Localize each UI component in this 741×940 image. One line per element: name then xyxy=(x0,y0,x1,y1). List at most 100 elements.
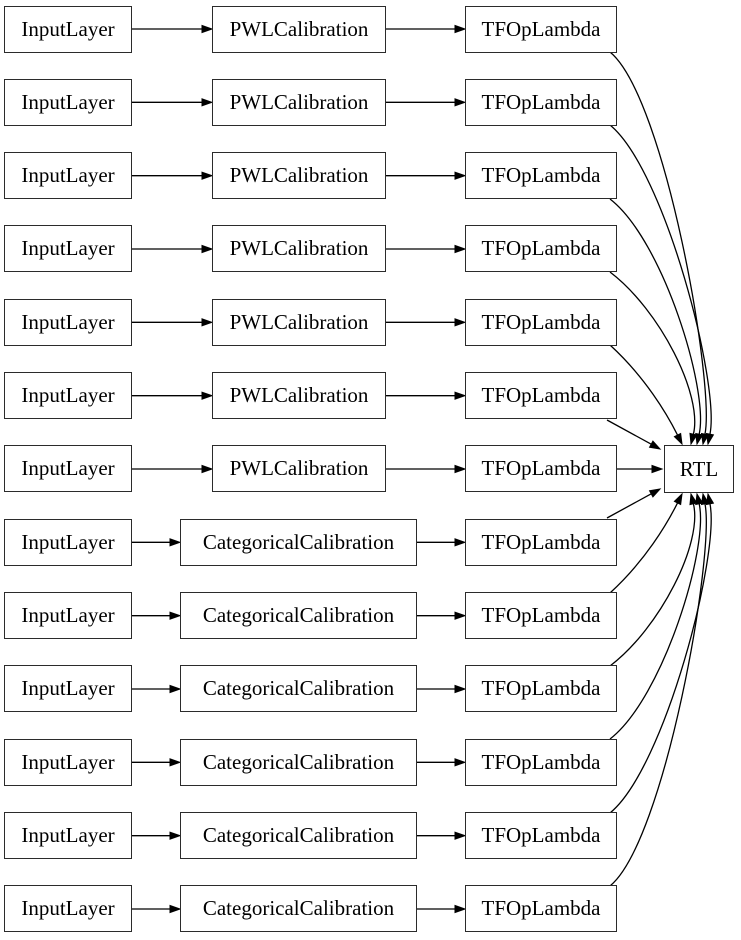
edge-op-to-output-12 xyxy=(609,503,712,814)
node-tfop-lambda-7-label: TFOpLambda xyxy=(481,456,601,480)
node-tfop-lambda-8: TFOpLambda xyxy=(465,519,617,566)
node-input-layer-2-label: InputLayer xyxy=(21,90,115,114)
node-tfop-lambda-12: TFOpLambda xyxy=(465,812,617,859)
edge-calibration-to-op-6-arrowhead-icon xyxy=(454,391,467,400)
node-tfop-lambda-1-label: TFOpLambda xyxy=(481,17,601,41)
node-input-layer-3: InputLayer xyxy=(4,152,132,199)
edge-input-to-calibration-10-arrowhead-icon xyxy=(169,684,182,694)
node-tfop-lambda-10: TFOpLambda xyxy=(465,665,617,712)
node-pwl-calibration-6: PWLCalibration xyxy=(212,372,386,419)
node-input-layer-3-label: InputLayer xyxy=(21,163,115,187)
node-input-layer-11: InputLayer xyxy=(4,739,132,786)
node-categorical-calibration-8: CategoricalCalibration xyxy=(180,519,417,566)
node-tfop-lambda-5-label: TFOpLambda xyxy=(481,310,601,334)
edge-calibration-to-op-2-arrowhead-icon xyxy=(454,98,467,107)
node-pwl-calibration-7: PWLCalibration xyxy=(212,445,386,492)
node-categorical-calibration-13: CategoricalCalibration xyxy=(180,885,417,932)
edge-op-to-output-8 xyxy=(606,493,652,519)
node-input-layer-12: InputLayer xyxy=(4,812,132,859)
edge-op-to-output-6-arrowhead-icon xyxy=(648,440,662,450)
node-rtl-output-label: RTL xyxy=(679,456,719,481)
node-input-layer-12-label: InputLayer xyxy=(21,823,115,847)
edge-input-to-calibration-7-arrowhead-icon xyxy=(201,464,214,474)
node-categorical-calibration-9-label: CategoricalCalibration xyxy=(202,603,395,627)
edge-calibration-to-op-7-arrowhead-icon xyxy=(454,464,467,474)
node-categorical-calibration-12-label: CategoricalCalibration xyxy=(202,823,395,847)
node-input-layer-2: InputLayer xyxy=(4,79,132,126)
edge-input-to-calibration-6-arrowhead-icon xyxy=(201,391,214,400)
edge-op-to-output-10-arrowhead-icon xyxy=(689,492,698,506)
node-tfop-lambda-13: TFOpLambda xyxy=(465,885,617,932)
node-tfop-lambda-2: TFOpLambda xyxy=(465,79,617,126)
node-input-layer-1: InputLayer xyxy=(4,6,132,53)
node-tfop-lambda-11-label: TFOpLambda xyxy=(481,750,601,774)
node-input-layer-6: InputLayer xyxy=(4,372,132,419)
edge-op-to-output-5 xyxy=(609,344,679,436)
edge-op-to-output-6 xyxy=(606,419,652,445)
node-tfop-lambda-13-label: TFOpLambda xyxy=(481,896,601,920)
node-categorical-calibration-11: CategoricalCalibration xyxy=(180,739,417,786)
edge-op-to-output-1 xyxy=(609,51,707,435)
edge-input-to-calibration-5-arrowhead-icon xyxy=(201,318,214,327)
node-pwl-calibration-5-label: PWLCalibration xyxy=(229,310,369,334)
node-pwl-calibration-7-label: PWLCalibration xyxy=(229,456,369,480)
node-tfop-lambda-3-label: TFOpLambda xyxy=(481,163,601,187)
node-pwl-calibration-6-label: PWLCalibration xyxy=(229,383,369,407)
edge-input-to-calibration-13-arrowhead-icon xyxy=(169,904,182,914)
edge-calibration-to-op-1-arrowhead-icon xyxy=(454,24,467,34)
node-input-layer-9-label: InputLayer xyxy=(21,603,115,627)
node-input-layer-9: InputLayer xyxy=(4,592,132,639)
node-input-layer-6-label: InputLayer xyxy=(21,383,115,407)
node-pwl-calibration-4: PWLCalibration xyxy=(212,225,386,272)
node-pwl-calibration-3: PWLCalibration xyxy=(212,152,386,199)
node-tfop-lambda-11: TFOpLambda xyxy=(465,739,617,786)
node-rtl-output: RTL xyxy=(664,445,734,493)
node-pwl-calibration-2-label: PWLCalibration xyxy=(229,90,369,114)
node-pwl-calibration-5: PWLCalibration xyxy=(212,299,386,346)
node-tfop-lambda-9: TFOpLambda xyxy=(465,592,617,639)
node-input-layer-11-label: InputLayer xyxy=(21,750,115,774)
node-input-layer-8: InputLayer xyxy=(4,519,132,566)
node-input-layer-7-label: InputLayer xyxy=(21,456,115,480)
node-categorical-calibration-12: CategoricalCalibration xyxy=(180,812,417,859)
node-categorical-calibration-11-label: CategoricalCalibration xyxy=(202,750,395,774)
node-tfop-lambda-6: TFOpLambda xyxy=(465,372,617,419)
edge-op-to-output-11 xyxy=(609,503,702,740)
node-pwl-calibration-3-label: PWLCalibration xyxy=(229,163,369,187)
edge-input-to-calibration-9-arrowhead-icon xyxy=(169,611,182,620)
edge-op-to-output-9 xyxy=(609,502,679,594)
node-categorical-calibration-10: CategoricalCalibration xyxy=(180,665,417,712)
node-input-layer-4: InputLayer xyxy=(4,225,132,272)
edge-calibration-to-op-11-arrowhead-icon xyxy=(454,758,467,767)
edge-calibration-to-op-4-arrowhead-icon xyxy=(454,244,467,254)
node-tfop-lambda-7: TFOpLambda xyxy=(465,445,617,492)
edge-op-to-output-9-arrowhead-icon xyxy=(673,492,683,506)
node-tfop-lambda-2-label: TFOpLambda xyxy=(481,90,601,114)
node-pwl-calibration-1: PWLCalibration xyxy=(212,6,386,53)
node-categorical-calibration-8-label: CategoricalCalibration xyxy=(202,530,395,554)
node-input-layer-13: InputLayer xyxy=(4,885,132,932)
node-categorical-calibration-9: CategoricalCalibration xyxy=(180,592,417,639)
edge-calibration-to-op-3-arrowhead-icon xyxy=(454,171,467,180)
node-input-layer-8-label: InputLayer xyxy=(21,530,115,554)
node-tfop-lambda-3: TFOpLambda xyxy=(465,152,617,199)
node-tfop-lambda-5: TFOpLambda xyxy=(465,299,617,346)
node-categorical-calibration-10-label: CategoricalCalibration xyxy=(202,676,395,700)
edge-op-to-output-4 xyxy=(609,271,696,435)
edge-calibration-to-op-13-arrowhead-icon xyxy=(454,904,467,914)
node-tfop-lambda-1: TFOpLambda xyxy=(465,6,617,53)
edge-op-to-output-2 xyxy=(609,124,712,435)
node-tfop-lambda-4-label: TFOpLambda xyxy=(481,236,601,260)
edge-op-to-output-13 xyxy=(609,503,707,887)
node-input-layer-5-label: InputLayer xyxy=(21,310,115,334)
edge-input-to-calibration-11-arrowhead-icon xyxy=(169,758,182,767)
edge-input-to-calibration-2-arrowhead-icon xyxy=(201,98,214,107)
node-input-layer-13-label: InputLayer xyxy=(21,896,115,920)
node-tfop-lambda-9-label: TFOpLambda xyxy=(481,603,601,627)
node-input-layer-1-label: InputLayer xyxy=(21,17,115,41)
edge-op-to-output-10 xyxy=(609,503,696,667)
edge-input-to-calibration-8-arrowhead-icon xyxy=(169,538,182,547)
edge-op-to-output-3 xyxy=(609,198,702,435)
